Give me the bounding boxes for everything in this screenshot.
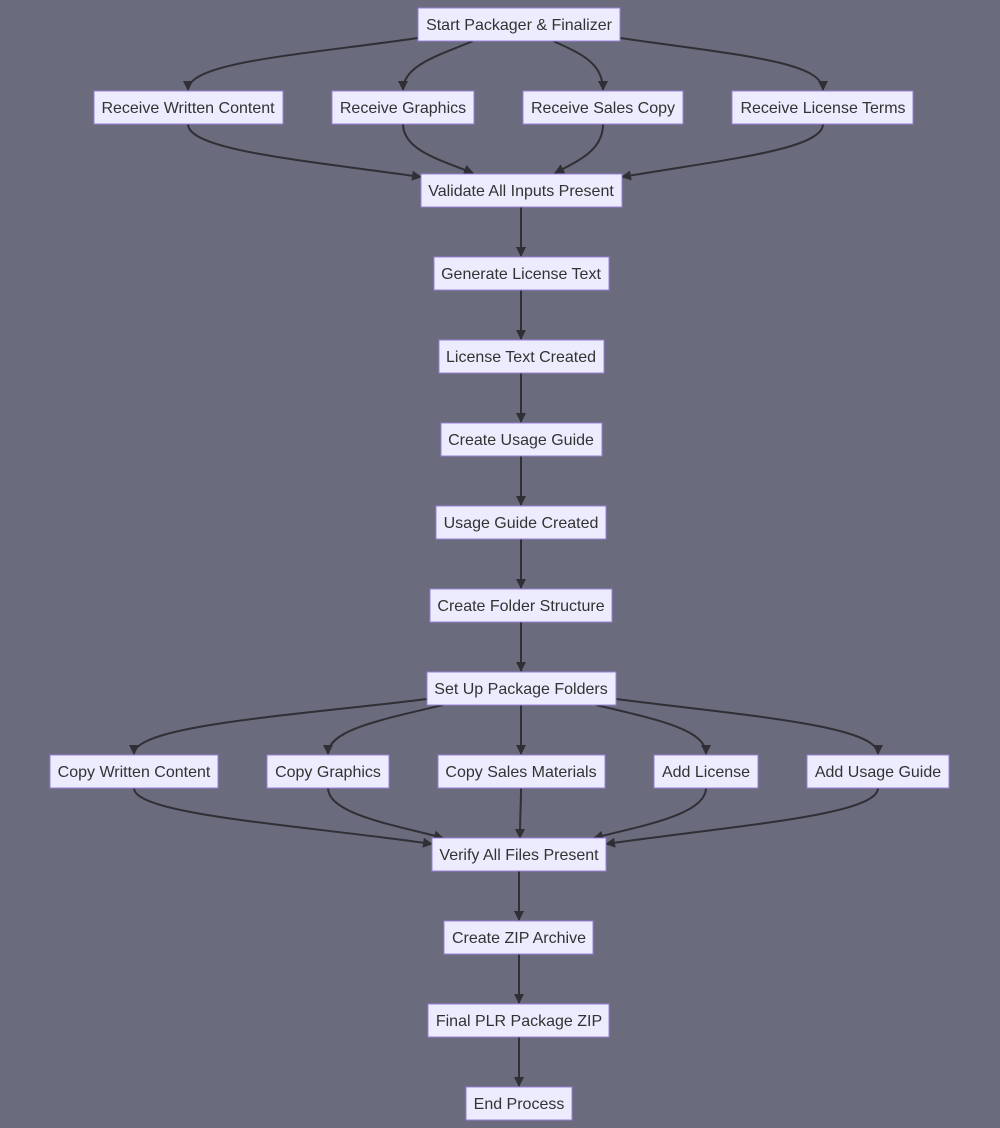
node-verify-all-files-present: Verify All Files Present (431, 837, 607, 872)
node-receive-written-content: Receive Written Content (93, 90, 284, 125)
node-label: Usage Guide Created (444, 515, 599, 532)
node-start: Start Packager & Finalizer (417, 7, 621, 42)
node-create-zip-archive: Create ZIP Archive (443, 920, 594, 955)
node-create-usage-guide: Create Usage Guide (440, 422, 603, 457)
edge-start-to-graphics (398, 40, 474, 91)
edges (129, 37, 883, 1087)
node-set-up-package-folders: Set Up Package Folders (426, 671, 617, 706)
edge-start-to-license (619, 37, 828, 91)
edge-addguide-to-verify (605, 787, 879, 848)
edge-start-to-salescopy (552, 40, 608, 91)
node-license-text-created: License Text Created (438, 339, 605, 374)
node-usage-guide-created: Usage Guide Created (435, 505, 607, 540)
node-label: Receive License Terms (740, 100, 905, 117)
edge-copygraphics-to-verify (327, 787, 444, 841)
node-label: Create ZIP Archive (452, 930, 586, 947)
node-label: Create Usage Guide (448, 432, 594, 449)
node-label: Copy Sales Materials (445, 764, 596, 781)
edge-setup-to-copywritten (129, 698, 428, 755)
node-label: Receive Graphics (340, 100, 466, 117)
edge-graphics-to-validate (402, 123, 474, 175)
edge-license-to-validate (621, 123, 824, 181)
node-label: Receive Written Content (101, 100, 275, 117)
node-label: Validate All Inputs Present (428, 183, 614, 200)
node-label: Set Up Package Folders (434, 681, 607, 698)
node-create-folder-structure: Create Folder Structure (429, 588, 613, 623)
node-label: Copy Written Content (58, 764, 211, 781)
node-receive-sales-copy: Receive Sales Copy (522, 90, 684, 125)
node-add-license: Add License (653, 754, 759, 789)
node-add-usage-guide: Add Usage Guide (806, 754, 950, 789)
node-label: Create Folder Structure (437, 598, 604, 615)
nodes: Start Packager & Finalizer Receive Writt… (49, 7, 950, 1121)
node-generate-license-text: Generate License Text (433, 256, 610, 291)
node-label: Start Packager & Finalizer (426, 17, 613, 34)
edge-start-to-written (183, 37, 419, 91)
node-label: Verify All Files Present (439, 847, 599, 864)
edge-copysales-to-verify (515, 787, 526, 839)
node-validate-inputs: Validate All Inputs Present (420, 173, 623, 208)
node-copy-written-content: Copy Written Content (49, 754, 219, 789)
edge-copywritten-to-verify (133, 787, 433, 848)
edge-written-to-validate (187, 123, 422, 181)
node-copy-sales-materials: Copy Sales Materials (437, 754, 606, 789)
edge-setup-to-addlicense (595, 704, 711, 755)
node-label: Final PLR Package ZIP (436, 1013, 602, 1030)
node-label: End Process (474, 1096, 565, 1113)
edge-addlicense-to-verify (593, 787, 707, 841)
node-final-plr-package-zip: Final PLR Package ZIP (427, 1003, 610, 1038)
edge-salescopy-to-validate (554, 123, 604, 174)
node-label: Copy Graphics (275, 764, 381, 781)
node-label: Add License (662, 764, 750, 781)
node-label: Receive Sales Copy (531, 100, 675, 117)
node-receive-graphics: Receive Graphics (331, 90, 475, 125)
edge-setup-to-copygraphics (323, 704, 444, 755)
edge-setup-to-addguide (615, 698, 883, 755)
node-label: Add Usage Guide (815, 764, 941, 781)
node-label: License Text Created (446, 349, 596, 366)
node-end-process: End Process (465, 1086, 573, 1121)
node-label: Generate License Text (441, 266, 601, 283)
node-copy-graphics: Copy Graphics (266, 754, 390, 789)
node-receive-license-terms: Receive License Terms (731, 90, 914, 125)
